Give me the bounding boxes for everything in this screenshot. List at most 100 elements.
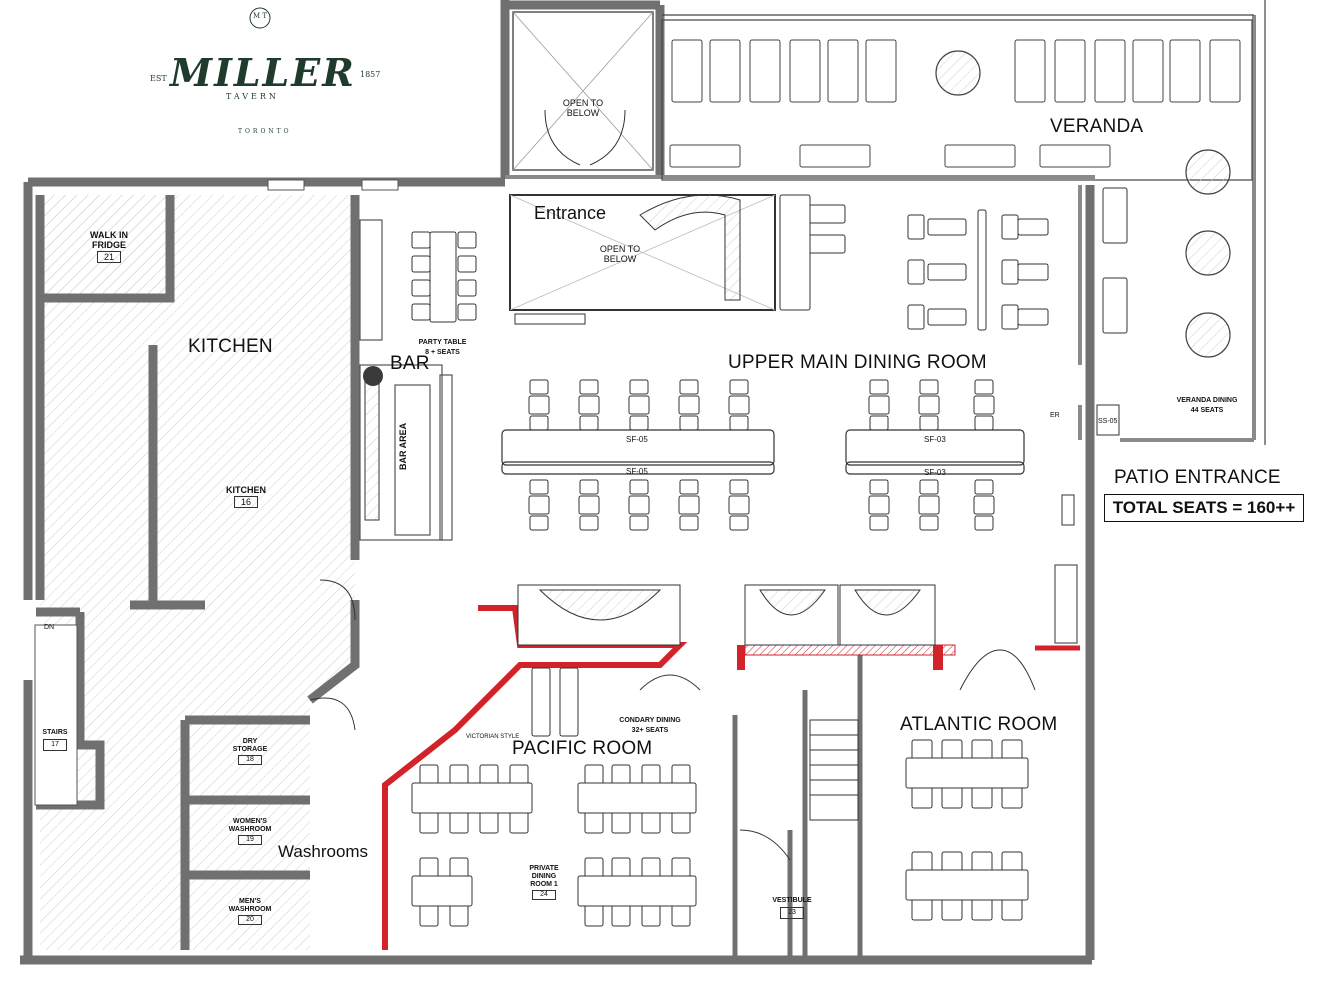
chair	[411, 279, 431, 297]
chair	[629, 379, 649, 395]
veranda-label: VERANDA	[1050, 116, 1144, 137]
table	[1017, 308, 1049, 326]
table	[578, 395, 600, 415]
patio-service	[1054, 564, 1078, 644]
table	[528, 395, 550, 415]
chair	[919, 479, 939, 495]
chair	[907, 259, 925, 285]
long-table	[411, 782, 533, 814]
long-table	[577, 782, 697, 814]
veranda-booth	[1209, 39, 1241, 103]
long-table	[905, 757, 1029, 789]
table	[678, 395, 700, 415]
atlantic-room-label: ATLANTIC ROOM	[900, 714, 1058, 735]
chair	[729, 379, 749, 395]
table	[678, 495, 700, 515]
banquettes	[501, 429, 1025, 475]
chair	[529, 379, 549, 395]
veranda-booth	[749, 39, 781, 103]
long-table	[577, 875, 697, 907]
table	[973, 395, 995, 415]
chair	[411, 255, 431, 273]
chair	[869, 479, 889, 495]
ss05-box	[1096, 404, 1120, 436]
table	[1017, 263, 1049, 281]
upper-dining-tables	[411, 187, 1128, 531]
chair	[529, 479, 549, 495]
chair	[869, 515, 889, 531]
booth-table	[804, 204, 846, 224]
chair	[629, 415, 649, 431]
veranda-booth	[827, 39, 859, 103]
wr02	[1061, 494, 1075, 526]
entrance-label: Entrance	[534, 203, 607, 223]
chair	[919, 379, 939, 395]
brand-monogram: M T	[253, 12, 268, 20]
table	[927, 308, 967, 326]
table	[918, 495, 940, 515]
brand-sub: TAVERN	[226, 92, 279, 101]
open-to-below-lower: OPEN TO BELOW	[599, 244, 641, 264]
lower-dining-tables	[411, 667, 1029, 927]
booth	[779, 194, 811, 311]
chair	[729, 479, 749, 495]
four-top	[531, 667, 551, 737]
veranda-booth	[1014, 39, 1046, 103]
chair	[974, 379, 994, 395]
table	[973, 495, 995, 515]
long-table	[905, 869, 1029, 901]
chair	[529, 515, 549, 531]
curved-booths	[517, 584, 936, 646]
kitchen-walls	[35, 195, 360, 950]
table	[528, 495, 550, 515]
chair	[679, 515, 699, 531]
brand-year: 1857	[360, 70, 381, 79]
door-swings	[309, 109, 1036, 861]
bar-area-label: BAR AREA	[398, 422, 408, 470]
chair	[629, 515, 649, 531]
kitchen-floor	[40, 195, 355, 950]
er-label: ER	[1050, 412, 1060, 419]
chair	[974, 479, 994, 495]
washrooms-label: Washrooms	[278, 842, 369, 861]
chair	[457, 231, 477, 249]
pacific-room-label: PACIFIC ROOM	[512, 738, 653, 759]
monogram-circle	[249, 7, 271, 29]
bar-counters	[359, 219, 453, 541]
chair	[529, 415, 549, 431]
chair	[579, 479, 599, 495]
veranda-booth	[789, 39, 821, 103]
veranda-round-tables	[935, 50, 1231, 358]
ss05-label: SS-05	[1098, 418, 1118, 425]
table	[728, 495, 750, 515]
open-to-below-top	[512, 11, 654, 171]
veranda-booth	[1132, 39, 1164, 103]
sf05-lower: SF-05	[626, 467, 648, 476]
walk-in-floor	[40, 195, 170, 295]
table	[578, 495, 600, 515]
chair	[629, 479, 649, 495]
veranda-two-top	[944, 144, 1016, 168]
chair	[579, 515, 599, 531]
exterior-walls	[20, 0, 1095, 965]
table	[927, 218, 967, 236]
chair	[679, 379, 699, 395]
chair	[869, 379, 889, 395]
chair	[1001, 259, 1019, 285]
chair	[907, 214, 925, 240]
chair	[869, 415, 889, 431]
veranda-outline	[661, 0, 1266, 445]
veranda-two-top	[799, 144, 871, 168]
booth-table	[804, 234, 846, 254]
kitchen-title: KITCHEN	[188, 336, 273, 357]
chair	[1001, 304, 1019, 330]
long-table	[411, 875, 473, 907]
